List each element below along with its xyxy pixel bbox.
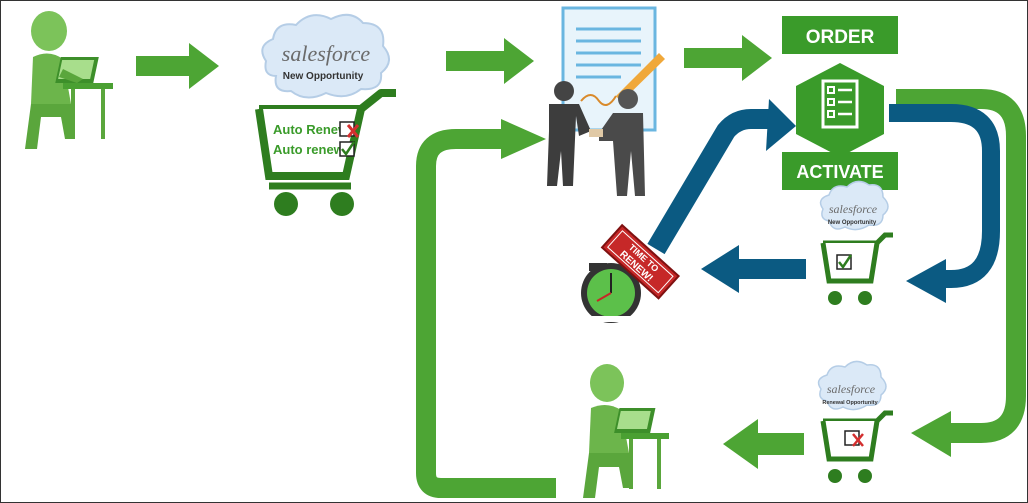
salesforce-logo-3: salesforce bbox=[827, 382, 876, 396]
green-loop-arrowhead-left bbox=[501, 119, 546, 159]
checklist-icon bbox=[796, 63, 884, 157]
stopwatch-icon bbox=[581, 263, 641, 323]
cart3-cloud-subtitle: Renewal Opportunity bbox=[822, 400, 878, 406]
shopping-cart-icon bbox=[820, 410, 893, 483]
arrow-2 bbox=[446, 38, 534, 84]
person-laptop-icon bbox=[583, 364, 669, 498]
salesforce-cloud-3 bbox=[817, 360, 887, 411]
salesforce-logo-1: salesforce bbox=[282, 41, 371, 66]
blue-diagonal-arrow bbox=[647, 109, 771, 255]
cart1-cloud-subtitle: New Opportunity bbox=[283, 71, 364, 82]
blue-diagonal-arrowhead bbox=[766, 99, 796, 151]
checked-icon bbox=[339, 141, 356, 157]
green-loop-arrow-right bbox=[896, 89, 1026, 443]
salesforce-cloud-1 bbox=[261, 13, 390, 99]
shopping-cart-icon bbox=[255, 89, 396, 216]
order-label: ORDER bbox=[806, 27, 875, 48]
blue-loop-arrowhead-right bbox=[906, 259, 946, 303]
salesforce-logo-2: salesforce bbox=[829, 202, 878, 216]
activate-box bbox=[782, 152, 898, 190]
activate-label: ACTIVATE bbox=[796, 162, 883, 182]
arrow-3 bbox=[684, 35, 772, 81]
order-box bbox=[782, 16, 898, 54]
green-loop-arrowhead-right bbox=[911, 411, 951, 457]
cart1-line2: Auto renew bbox=[273, 142, 345, 157]
blue-arrow-left bbox=[701, 245, 806, 293]
salesforce-cloud-2 bbox=[819, 180, 889, 231]
green-loop-arrow-left bbox=[416, 129, 556, 498]
cart1-line1: Auto Renew bbox=[273, 122, 349, 137]
arrow-1 bbox=[136, 43, 219, 89]
arrow-left-bottom bbox=[723, 419, 804, 469]
blue-loop-arrow-right bbox=[889, 104, 1000, 288]
cart2-cloud-subtitle: New Opportunity bbox=[828, 220, 877, 226]
unchecked-x-icon bbox=[339, 121, 360, 138]
person-laptop-icon bbox=[25, 11, 113, 149]
shopping-cart-icon bbox=[820, 232, 893, 305]
contract-handshake-icon bbox=[547, 6, 665, 196]
